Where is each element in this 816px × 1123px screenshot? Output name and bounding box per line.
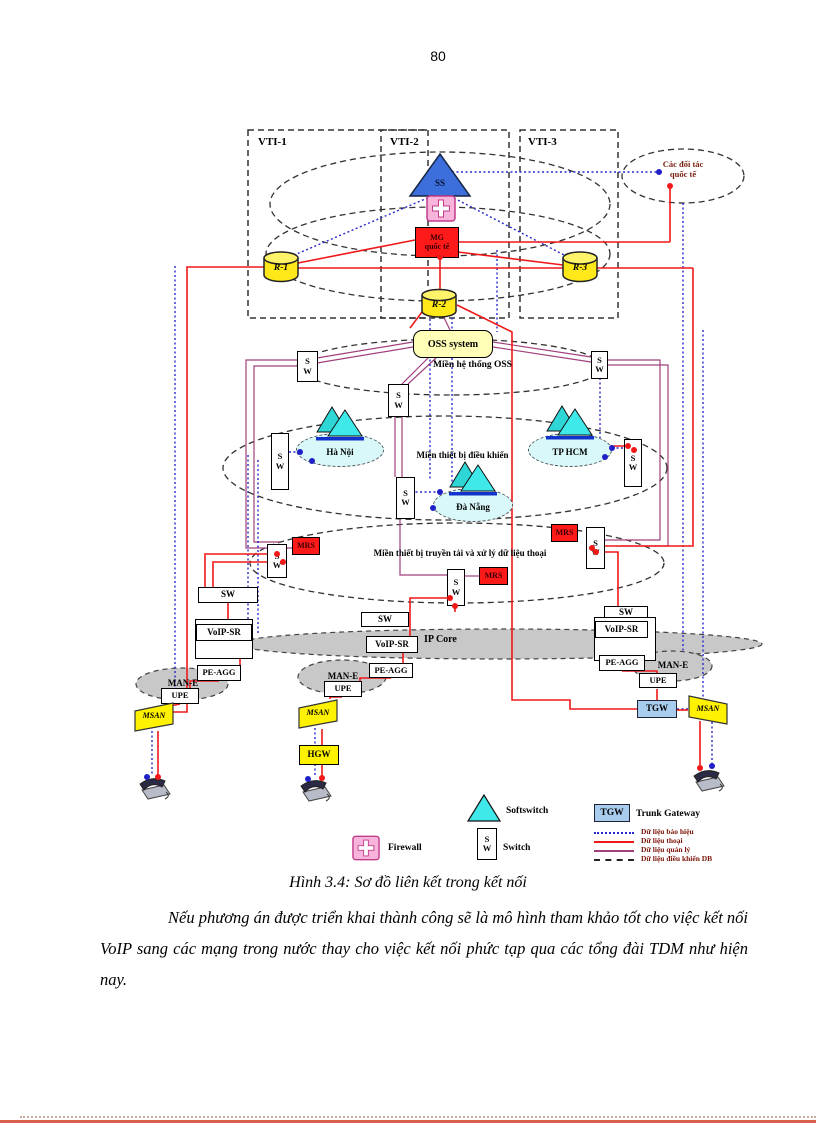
ip-core-label: IP Core <box>424 634 457 645</box>
router-r3: R-3 <box>561 250 599 283</box>
transport-domain-label: Miền thiết bị truyền tải và xử lý dữ liệ… <box>373 548 547 558</box>
zone-vti2-label: VTI-2 <box>390 136 419 148</box>
router-r2: R-2 <box>420 288 458 319</box>
sw-aggregation-node: SW <box>361 612 409 627</box>
ss-label: SS <box>434 178 445 188</box>
softswitch-triangles-icon <box>546 405 594 440</box>
mg-international-gateway: MG quốc tế <box>415 227 459 258</box>
legend-firewall-icon <box>352 835 380 861</box>
router-r1: R-1 <box>262 250 300 283</box>
tphcm-label: TP HCM <box>552 447 588 457</box>
oss-domain-label: Miền hệ thống OSS <box>433 360 512 370</box>
sw-aggregation-node: SW <box>198 587 258 603</box>
mrs-node: MRS <box>551 524 578 542</box>
msan-node: MSAN <box>298 699 338 729</box>
international-partners-label: Các đối tác quốc tế <box>662 159 704 179</box>
phone-icon <box>295 772 335 802</box>
pe-agg-node: PE-AGG <box>197 665 241 681</box>
mrs-node: MRS <box>292 537 320 555</box>
zone-vti3-label: VTI-3 <box>528 136 557 148</box>
page-number: 80 <box>430 48 446 64</box>
firewall-icon <box>426 195 456 222</box>
softswitch-triangles-icon <box>316 406 364 441</box>
legend-switch-label: Switch <box>503 843 531 853</box>
softswitch-triangle-icon <box>408 152 472 197</box>
upe-node: UPE <box>639 673 677 688</box>
softswitch-ss-node: SS <box>408 152 472 198</box>
cylinder-icon <box>562 251 598 283</box>
softswitch-triangles-icon <box>449 461 497 496</box>
r1-label: R-1 <box>273 263 289 273</box>
oss-system-node: OSS system <box>413 330 493 358</box>
legend-line-db-control-label: Dữ liệu điều khiển DB <box>641 854 713 863</box>
r2-label: R-2 <box>431 300 447 310</box>
switch-node: S W <box>624 439 642 487</box>
legend-line-management-label: Dữ liệu quản lý <box>641 845 691 854</box>
danang-softswitch-cluster <box>445 459 501 497</box>
danang-label: Đà Nẵng <box>456 502 490 512</box>
body-paragraph: Nếu phương án được triển khai thành công… <box>100 908 749 989</box>
switch-node: S W <box>396 477 415 519</box>
legend-line-signal <box>594 832 634 834</box>
phone-icon <box>134 770 174 800</box>
switch-node: S W <box>267 544 287 578</box>
switch-node: S W <box>271 433 289 490</box>
switch-node: S W <box>297 351 318 382</box>
legend-tgw-icon: TGW <box>594 804 630 822</box>
hanoi-softswitch-cluster <box>312 404 368 442</box>
man-e-label: MAN-E <box>327 671 359 681</box>
switch-node: S W <box>388 384 409 417</box>
zone-vti1-label: VTI-1 <box>258 136 287 148</box>
legend-tgw-label: Trunk Gateway <box>636 809 700 819</box>
footer-red-rule <box>0 1120 816 1123</box>
control-domain-label: Miền thiết bị điều khiển <box>416 450 509 460</box>
legend-switch-icon: S W <box>477 828 497 860</box>
cylinder-icon <box>421 288 457 318</box>
switch-node: S W <box>586 527 605 569</box>
msan-node: MSAN <box>688 695 728 725</box>
pe-agg-node: PE-AGG <box>599 655 645 671</box>
tphcm-softswitch-cluster <box>542 403 598 441</box>
man-e-label: MAN-E <box>167 678 199 688</box>
msan-label: MSAN <box>306 708 330 717</box>
tgw-node: TGW <box>637 700 677 718</box>
legend-firewall-label: Firewall <box>388 843 422 853</box>
mrs-node: MRS <box>479 567 508 585</box>
legend-line-management <box>594 850 634 852</box>
hgw-node: HGW <box>299 745 339 765</box>
voip-sr-node: VoIP-SR <box>366 636 418 653</box>
msan-label: MSAN <box>142 711 166 720</box>
figure-caption: Hình 3.4: Sơ đồ liên kết trong kết nối <box>289 874 527 891</box>
man-e-label: MAN-E <box>657 660 689 670</box>
cylinder-icon <box>263 251 299 283</box>
switch-node: S W <box>591 351 608 379</box>
legend-line-signal-label: Dữ liệu báo hiệu <box>641 827 694 836</box>
voip-sr-node: VoIP-SR <box>595 621 648 638</box>
legend-line-db-control <box>594 859 634 861</box>
legend-line-voice-label: Dữ liệu thoại <box>641 836 683 845</box>
msan-label: MSAN <box>696 704 720 713</box>
upe-node: UPE <box>161 688 199 704</box>
upe-node: UPE <box>324 681 362 697</box>
pe-agg-node: PE-AGG <box>369 663 413 678</box>
voip-sr-node: VoIP-SR <box>196 624 252 641</box>
switch-node: S W <box>447 569 465 606</box>
footer-dotted-rule <box>20 1116 816 1118</box>
hanoi-label: Hà Nội <box>326 447 354 457</box>
legend-softswitch-label: Softswitch <box>506 806 549 816</box>
legend-softswitch-icon <box>466 793 502 823</box>
msan-node: MSAN <box>134 702 174 732</box>
r3-label: R-3 <box>572 263 588 273</box>
phone-icon <box>688 762 728 792</box>
legend-line-voice <box>594 841 634 843</box>
